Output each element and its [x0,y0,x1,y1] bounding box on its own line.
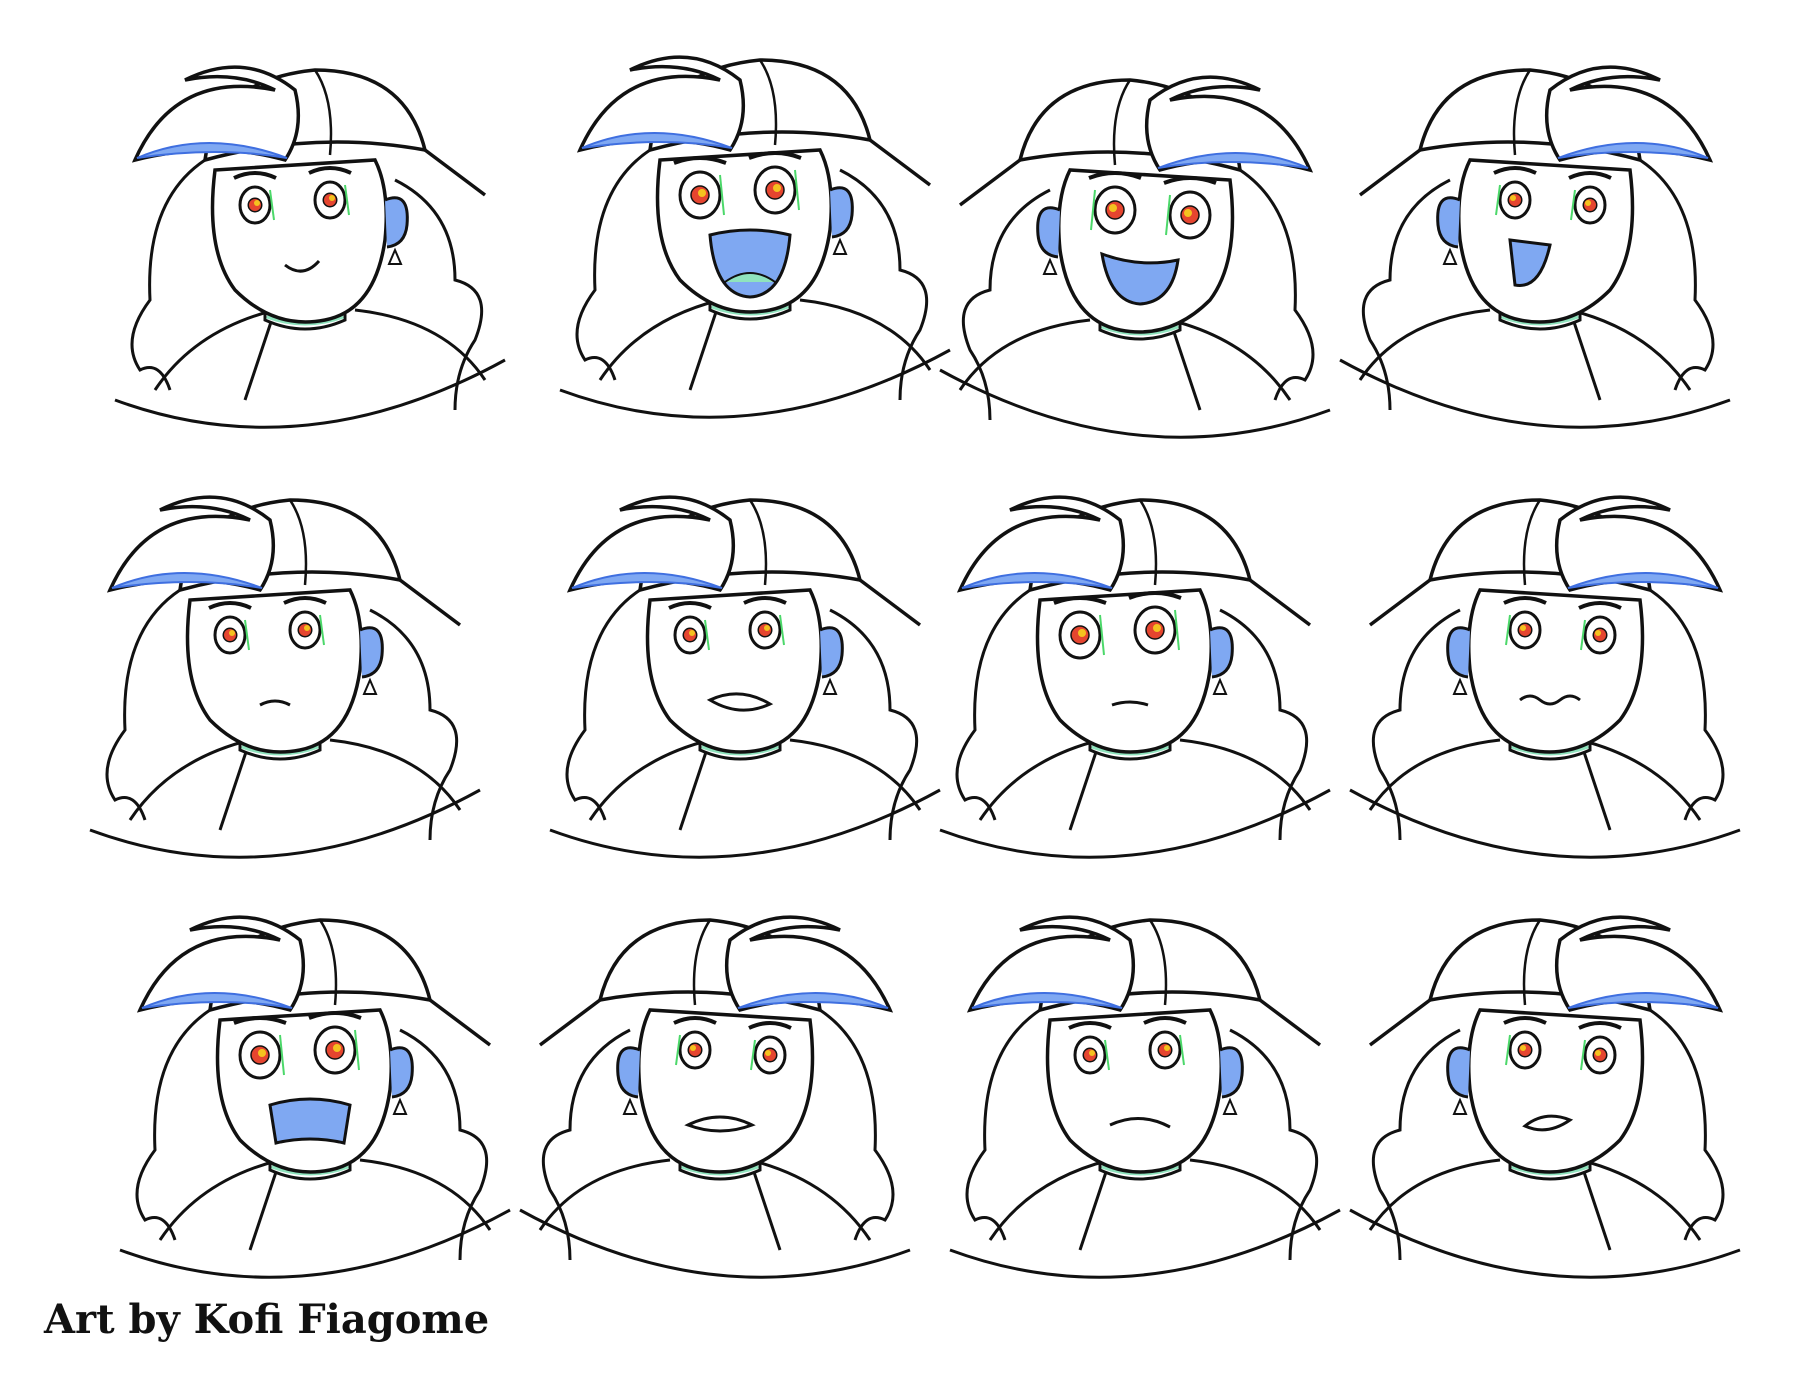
character-head-illustration [89,495,481,859]
expression-sheet [70,20,1760,1279]
character-head-illustration [549,495,941,859]
expression-drawing-frown [70,460,490,880]
expression-drawing-stare [920,460,1340,880]
character-head-illustration [559,55,951,419]
character-head-illustration [1349,915,1741,1279]
character-head-illustration [519,915,911,1279]
character-head-illustration [1339,65,1731,429]
expression-drawing-scowl [930,880,1350,1300]
character-head-illustration [119,915,511,1279]
expression-drawing-laugh [540,20,960,440]
character-head-illustration [949,915,1341,1279]
expression-drawing-grin [930,40,1350,460]
character-head-illustration [1349,495,1741,859]
artist-credit: Art by Kofi Fiagome [44,1296,490,1343]
expression-drawing-smirk [95,30,515,450]
expression-drawing-disgust [530,460,950,880]
character-head-illustration [939,75,1331,439]
expression-drawing-sneer [1340,880,1760,1300]
character-head-illustration [114,65,506,429]
expression-drawing-shout [1330,30,1750,450]
expression-drawing-angry [510,880,930,1300]
expression-drawing-nervous [1340,460,1760,880]
character-head-illustration [939,495,1331,859]
expression-drawing-shock [100,880,520,1300]
